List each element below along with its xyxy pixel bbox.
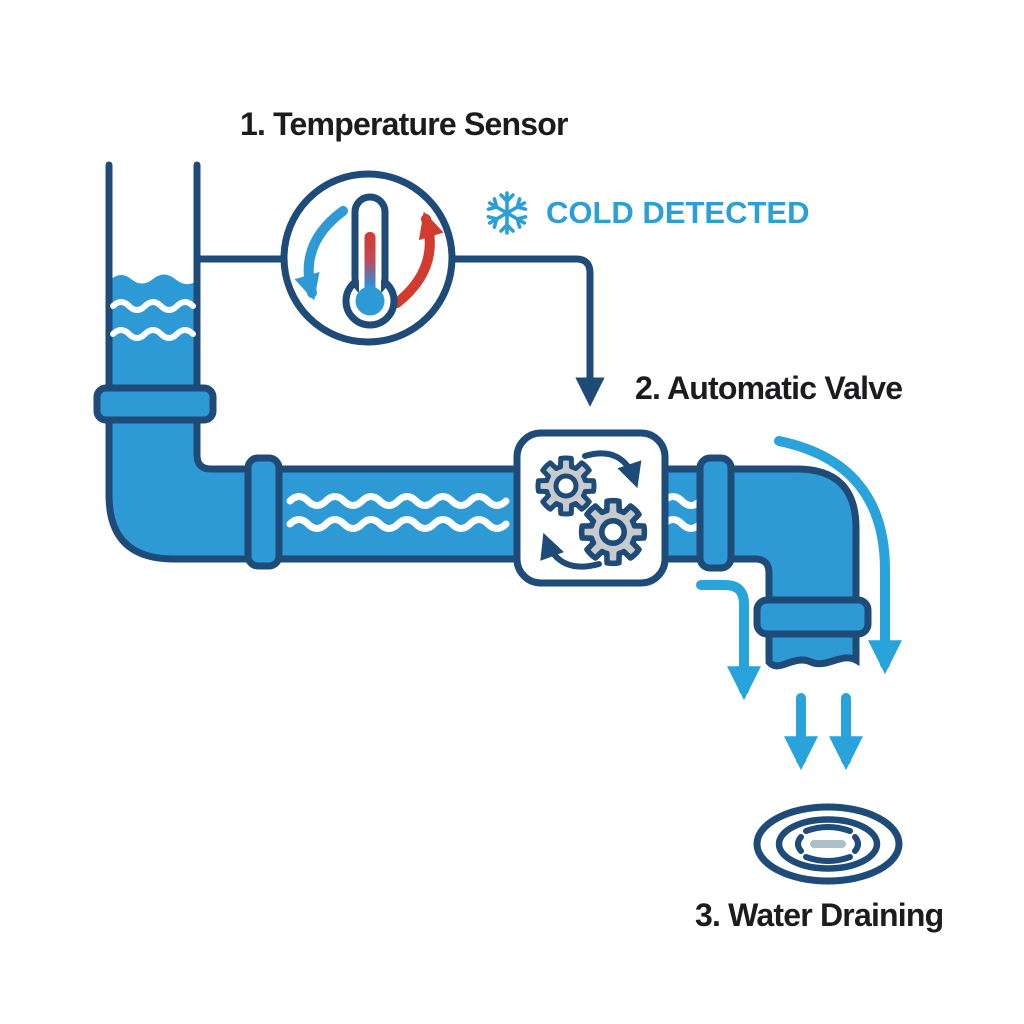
rotation-arrow-cw: [582, 450, 642, 489]
coupling: [93, 384, 217, 424]
standing-water: [109, 274, 197, 402]
coupling: [696, 454, 735, 572]
flowing-water-waves: [286, 493, 704, 532]
thermometer-bulb: [355, 286, 385, 316]
sensor-signal-connector: [193, 255, 605, 407]
rotating-gears-icon: [513, 429, 669, 587]
rotation-arrow-ccw: [540, 532, 602, 570]
thermometer-column: [364, 232, 376, 294]
status-text: COLD DETECTED: [546, 195, 810, 230]
thermometer-gauge-icon: [280, 170, 456, 346]
drain-flow-arrows: [696, 436, 903, 771]
drain-ripple-icon: [753, 803, 903, 885]
main-pipe: [105, 411, 860, 670]
cold-detected-status: COLD DETECTED: [484, 190, 810, 236]
water-wave-line: [110, 299, 196, 313]
hot-swing-arrow: [392, 211, 444, 308]
cold-swing-arrow: [294, 206, 348, 301]
step1-label: 1. Temperature Sensor: [240, 106, 568, 142]
gear-large: [582, 501, 645, 564]
step2-label: 2. Automatic Valve: [635, 370, 903, 406]
pipe-couplings: [93, 384, 872, 638]
coupling: [244, 454, 283, 570]
coupling: [753, 596, 872, 638]
flow-arrow-outer-curve: [774, 436, 903, 675]
snowflake-icon: [484, 191, 530, 235]
flow-arrow-inner-curve: [696, 580, 762, 701]
gear-small: [538, 458, 594, 514]
step3-label: 3. Water Draining: [695, 897, 944, 933]
water-wave-line: [110, 327, 196, 341]
inlet-pipe: [105, 161, 201, 402]
